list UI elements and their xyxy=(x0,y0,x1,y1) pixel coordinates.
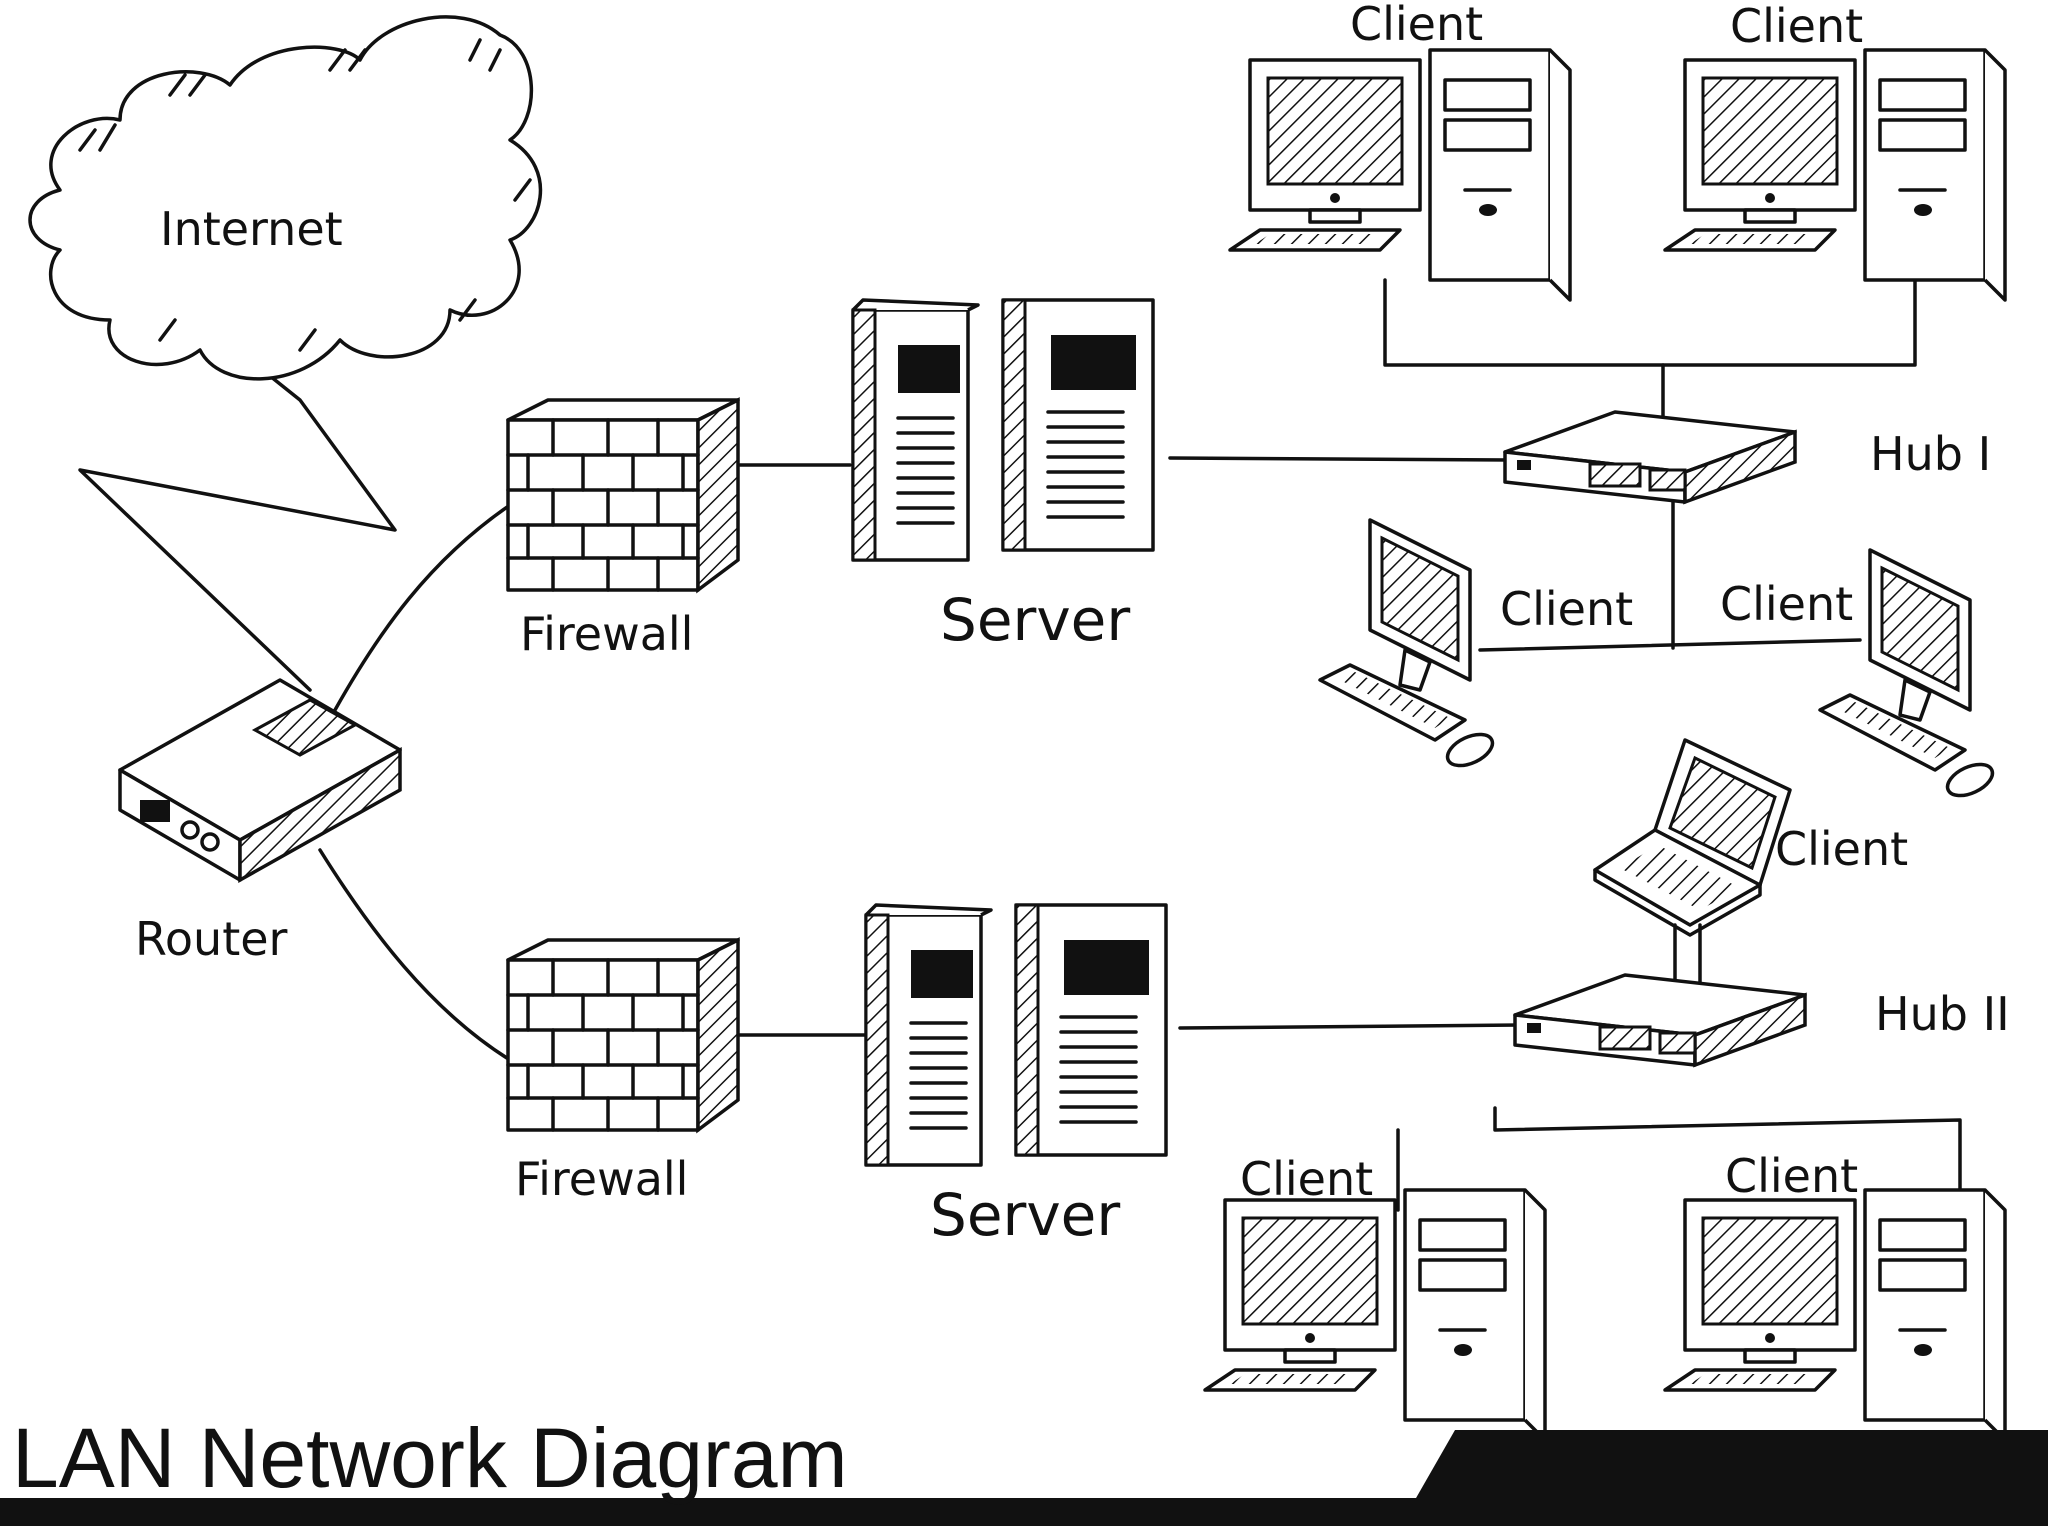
client-mid-left xyxy=(1318,518,1499,774)
client-bottom-right xyxy=(1663,1188,2007,1442)
client-label: Client xyxy=(1240,1152,1373,1206)
hub-2 xyxy=(1513,973,1807,1067)
server-top-label: Server xyxy=(940,586,1130,654)
firewall-top-label: Firewall xyxy=(520,607,693,661)
firewall-bottom xyxy=(506,938,740,1132)
router-port xyxy=(140,800,170,822)
client-label: Client xyxy=(1730,0,1863,53)
router-knob xyxy=(180,820,200,840)
server-to-hub2 xyxy=(1178,1023,1522,1030)
server-top xyxy=(851,298,1155,562)
client-label: Client xyxy=(1350,0,1483,51)
internet-label: Internet xyxy=(160,202,343,256)
footer-band xyxy=(0,1430,2048,1526)
router-to-firewall-top xyxy=(333,503,512,712)
server-to-hub1 xyxy=(1168,456,1512,462)
connection-lines xyxy=(78,268,1962,1212)
client-top-right xyxy=(1663,48,2007,302)
hub1-uplink-bus xyxy=(1383,268,1917,367)
server-bottom-label: Server xyxy=(930,1181,1120,1249)
client-bottom-left xyxy=(1203,1188,1547,1442)
router-knob xyxy=(200,832,220,852)
internet-link-zigzag xyxy=(78,370,397,692)
client-label: Client xyxy=(1725,1149,1858,1203)
hub2-label: Hub II xyxy=(1875,987,2010,1041)
diagram-title: LAN Network Diagram xyxy=(12,1411,848,1505)
hub-1 xyxy=(1503,410,1797,504)
hub1-label: Hub I xyxy=(1870,427,1991,481)
client-label: Client xyxy=(1500,582,1633,636)
client-label: Client xyxy=(1775,822,1908,876)
client-top-left xyxy=(1228,48,1572,302)
server-bottom xyxy=(864,903,1168,1167)
client-label: Client xyxy=(1720,577,1853,631)
hub1-downlink xyxy=(1478,493,1862,652)
client-laptop xyxy=(1593,738,1792,937)
router-to-firewall-bottom xyxy=(318,848,512,1062)
firewall-top xyxy=(506,398,740,592)
firewall-bottom-label: Firewall xyxy=(515,1152,688,1206)
internet-cloud: Internet xyxy=(28,15,543,381)
router: Router xyxy=(118,678,402,966)
router-label: Router xyxy=(135,912,288,966)
